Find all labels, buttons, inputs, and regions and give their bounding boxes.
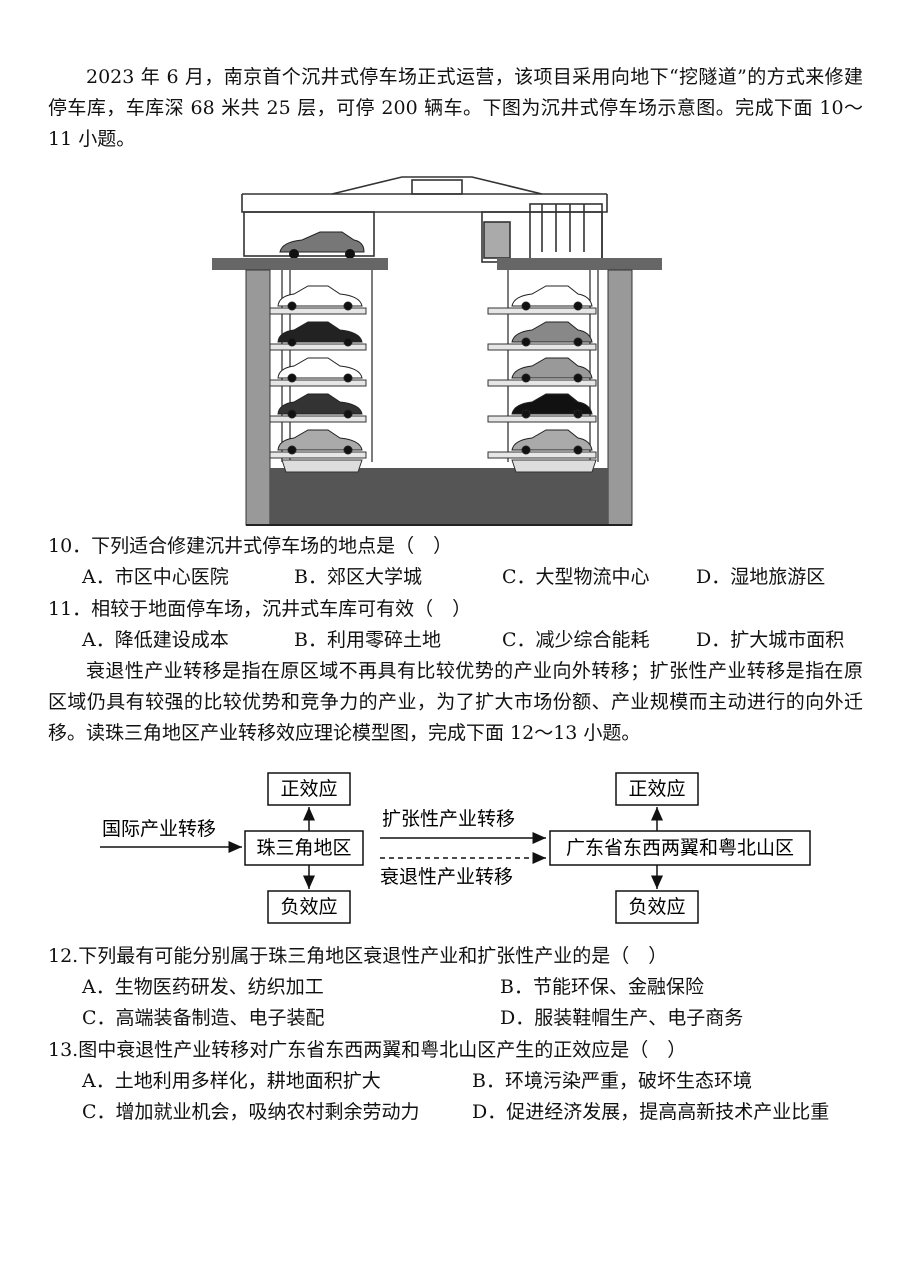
label-expansion-transfer: 扩张性产业转移 bbox=[382, 808, 515, 830]
car-surface bbox=[279, 231, 365, 259]
cars-left bbox=[277, 285, 363, 455]
shaft-wall-left bbox=[245, 269, 271, 526]
label-negative-right: 负效应 bbox=[628, 896, 685, 918]
sinking-well-parking-diagram bbox=[212, 176, 662, 526]
question-13-option-b[interactable]: B．环境污染严重，破坏生态环境 bbox=[472, 1070, 752, 1092]
label-target-region: 广东省东西两翼和粤北山区 bbox=[566, 837, 794, 859]
ground-slab-right bbox=[497, 258, 662, 270]
question-13-option-c[interactable]: C．增加就业机会，吸纳农村剩余劳动力 bbox=[82, 1101, 420, 1123]
box-positive-left bbox=[267, 772, 351, 806]
shaft-bottom bbox=[270, 468, 608, 525]
question-11-stem: 11．相较于地面停车场，沉井式车库可有效（ ） bbox=[48, 598, 472, 620]
question-13-option-d[interactable]: D．促进经济发展，提高高新技术产业比重 bbox=[472, 1101, 830, 1123]
box-prd bbox=[244, 830, 364, 866]
box-negative-right bbox=[615, 890, 699, 924]
question-10-option-d[interactable]: D．湿地旅游区 bbox=[696, 566, 826, 588]
question-12-option-a[interactable]: A．生物医药研发、纺织加工 bbox=[82, 976, 324, 998]
passage-2: 衰退性产业转移是指在原区域不再具有比较优势的产业向外转移；扩张性产业转移是指在原… bbox=[48, 660, 863, 744]
question-11-option-a[interactable]: A．降低建设成本 bbox=[82, 629, 229, 651]
question-11-option-c[interactable]: C．减少综合能耗 bbox=[502, 629, 650, 651]
ground-slab-left bbox=[212, 258, 388, 270]
question-12-option-d[interactable]: D．服装鞋帽生产、电子商务 bbox=[500, 1007, 744, 1029]
label-positive-right: 正效应 bbox=[628, 778, 685, 800]
label-negative-left: 负效应 bbox=[280, 896, 337, 918]
box-target-region bbox=[549, 830, 811, 866]
question-13-stem: 13.图中衰退性产业转移对广东省东西两翼和粤北山区产生的正效应是（ ） bbox=[48, 1039, 687, 1061]
question-10-stem: 10．下列适合修建沉井式停车场的地点是（ ） bbox=[48, 535, 453, 557]
industry-transfer-diagram: 正效应 珠三角地区 负效应 国际产业转移 扩张性产业转移 衰退性产业转移 正效应… bbox=[100, 772, 811, 924]
shaft-wall-right bbox=[607, 269, 633, 526]
box-positive-right bbox=[615, 772, 699, 806]
passage-1: 2023 年 6 月，南京首个沉井式停车场正式运营，该项目采用向地下“挖隧道”的… bbox=[48, 66, 863, 150]
question-10-option-c[interactable]: C．大型物流中心 bbox=[502, 566, 650, 588]
question-13-option-a[interactable]: A．土地利用多样化，耕地面积扩大 bbox=[82, 1070, 381, 1092]
label-positive-left: 正效应 bbox=[280, 778, 337, 800]
question-12-option-b[interactable]: B．节能环保、金融保险 bbox=[500, 976, 704, 998]
question-11-option-d[interactable]: D．扩大城市面积 bbox=[696, 629, 845, 651]
question-10-option-a[interactable]: A．市区中心医院 bbox=[82, 566, 229, 588]
cars-right bbox=[511, 285, 593, 455]
question-12-stem: 12.下列最有可能分别属于珠三角地区衰退性产业和扩张性产业的是（ ） bbox=[48, 945, 668, 967]
label-prd: 珠三角地区 bbox=[256, 837, 351, 859]
box-negative-left bbox=[267, 890, 351, 924]
parking-shelves bbox=[269, 307, 597, 459]
question-11-option-b[interactable]: B．利用零碎土地 bbox=[294, 629, 441, 651]
label-international-transfer: 国际产业转移 bbox=[102, 818, 216, 840]
question-10-option-b[interactable]: B．郊区大学城 bbox=[294, 566, 422, 588]
question-12-option-c[interactable]: C．高端装备制造、电子装配 bbox=[82, 1007, 325, 1029]
label-decline-transfer: 衰退性产业转移 bbox=[380, 866, 513, 888]
